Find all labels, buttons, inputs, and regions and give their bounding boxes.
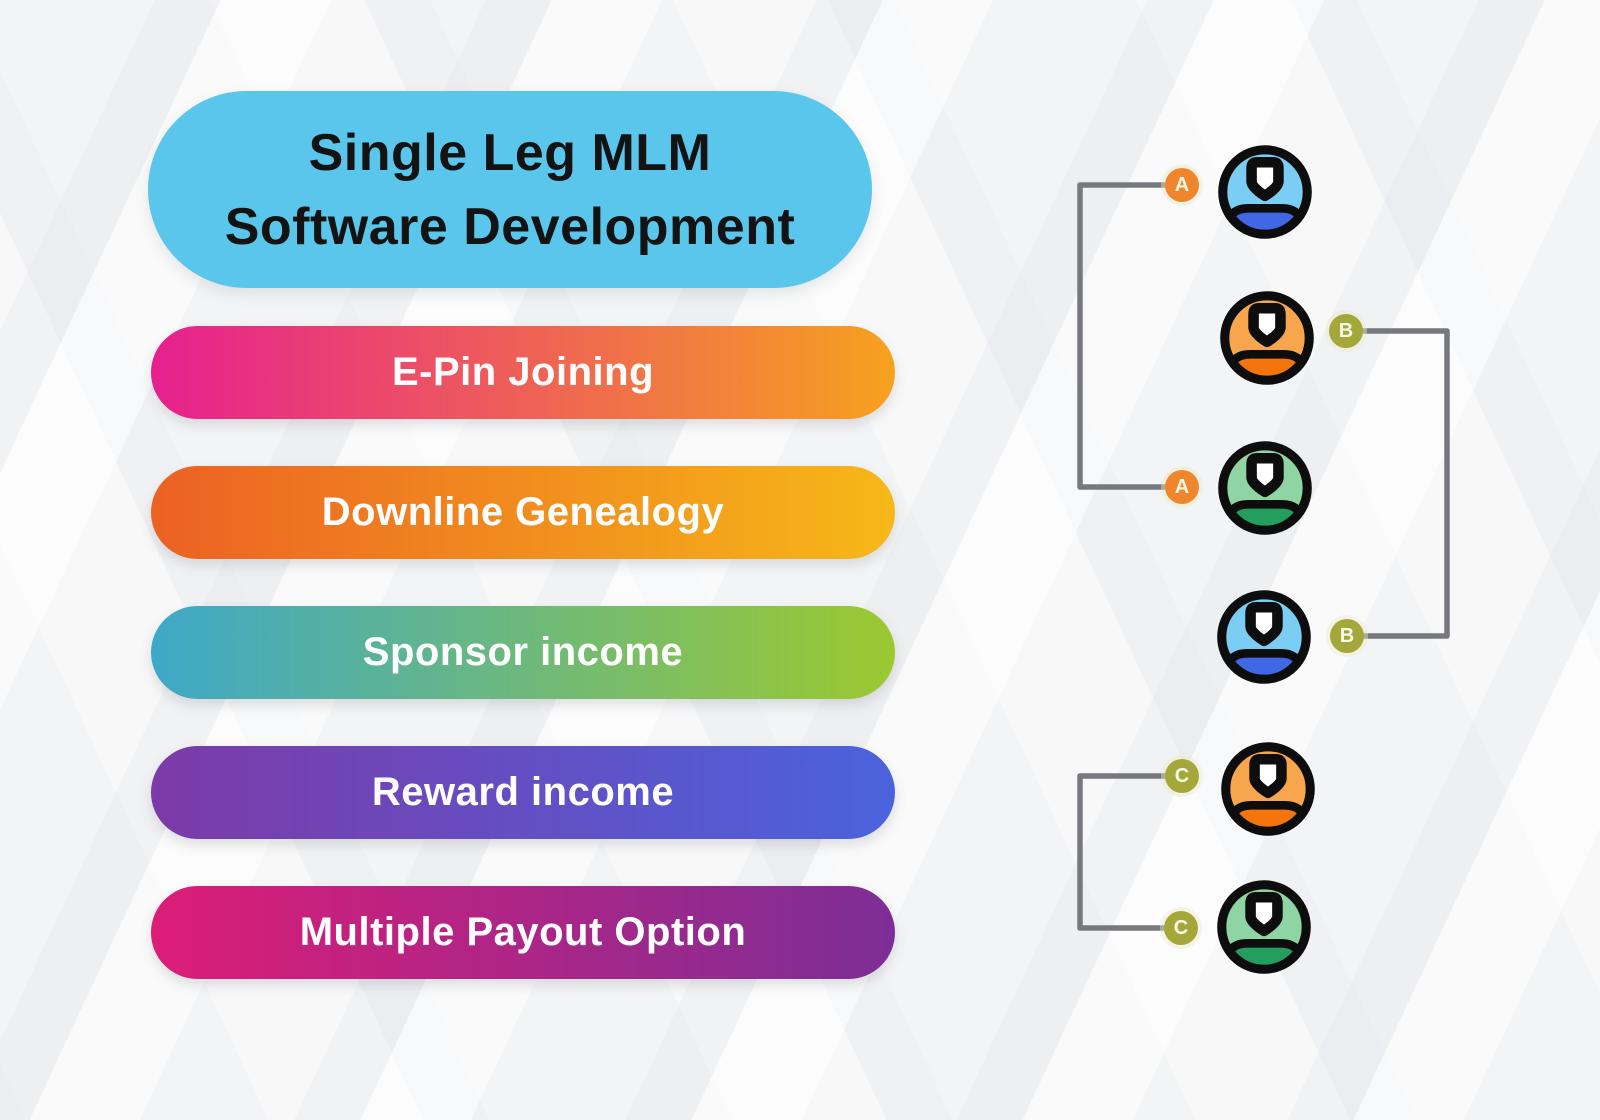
member-avatar-4-blue <box>1216 589 1312 685</box>
feature-pill-epin-joining: E-Pin Joining <box>151 326 895 419</box>
member-avatar-5-orange <box>1220 741 1316 837</box>
member-avatar-3-green <box>1217 440 1313 536</box>
connector-A <box>1077 182 1182 490</box>
node-label-a-3: A <box>1165 470 1199 504</box>
feature-label: Reward income <box>371 770 675 814</box>
feature-label: Downline Genealogy <box>321 490 725 534</box>
user-avatar-icon <box>1217 880 1311 974</box>
user-avatar-icon <box>1218 441 1312 535</box>
node-label-b-4: B <box>1330 619 1364 653</box>
node-label-a-1: A <box>1165 168 1199 202</box>
node-label-c-6: C <box>1164 911 1198 945</box>
member-avatar-2-orange <box>1219 290 1315 386</box>
title-bubble: Single Leg MLM Software Development <box>148 91 872 288</box>
member-avatar-6-green <box>1216 879 1312 975</box>
title-line-2: Software Development <box>224 197 796 256</box>
user-avatar-icon <box>1220 291 1314 385</box>
feature-pill-sponsor-income: Sponsor income <box>151 606 895 699</box>
feature-label: Sponsor income <box>362 630 684 674</box>
title-line-1: Single Leg MLM <box>308 123 712 182</box>
user-avatar-icon <box>1218 145 1312 239</box>
connector-C <box>1077 773 1182 931</box>
feature-pill-reward-income: Reward income <box>151 746 895 839</box>
user-avatar-icon <box>1221 742 1315 836</box>
node-label-b-2: B <box>1329 314 1363 348</box>
connector-B <box>1346 328 1450 639</box>
member-avatar-1-blue <box>1217 144 1313 240</box>
feature-pill-downline-genealogy: Downline Genealogy <box>151 466 895 559</box>
node-label-c-5: C <box>1165 759 1199 793</box>
user-avatar-icon <box>1217 590 1311 684</box>
feature-label: E-Pin Joining <box>391 350 655 394</box>
feature-pill-multiple-payout-option: Multiple Payout Option <box>151 886 895 979</box>
feature-label: Multiple Payout Option <box>299 910 747 954</box>
